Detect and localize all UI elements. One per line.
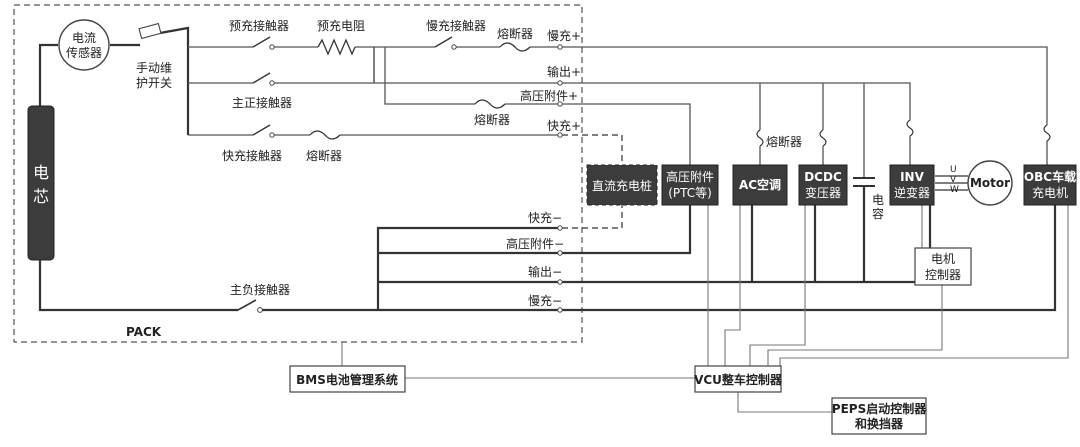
dcdc-fuse-icon: [819, 129, 827, 147]
terminal-slow-pos: 慢充+: [547, 28, 581, 43]
wire-cell-neg: [38, 260, 238, 312]
main-pos-contactor-label: 主正接触器: [232, 95, 292, 110]
ctl-vcu-peps: [737, 392, 832, 413]
svg-text:(PTC等): (PTC等): [668, 186, 712, 200]
ext-fuse-label: 熔断器: [766, 134, 802, 149]
precharge-resistor-label: 预充电阻: [317, 18, 365, 33]
terminal-fast-neg: 快充−: [528, 210, 562, 225]
precharge-contactor-icon: [252, 36, 275, 50]
ext-fast-pos: [562, 134, 623, 165]
svg-text:充电机: 充电机: [1032, 185, 1068, 200]
wire-resistor-out: [355, 46, 375, 83]
svg-text:逆变器: 逆变器: [894, 185, 930, 200]
ctl-vcu-mctl: [767, 285, 943, 366]
svg-text:控制器: 控制器: [925, 268, 961, 282]
fast-fuse-label: 熔断器: [306, 148, 342, 163]
cap-label: 电: [872, 193, 884, 207]
manual-switch-icon: [138, 22, 162, 40]
svg-text:OBC车载: OBC车载: [1024, 169, 1076, 184]
svg-text:INV: INV: [900, 170, 925, 184]
terminal-dots: [557, 44, 563, 313]
svg-text:直流充电桩: 直流充电桩: [592, 178, 652, 193]
inverter-box: INV 逆变器: [889, 164, 935, 206]
precharge-resistor-icon: [317, 38, 356, 56]
svg-text:电流: 电流: [72, 31, 96, 45]
terminal-hv-pos: 高压附件+: [520, 88, 578, 103]
vcu-box: VCU整车控制器: [694, 365, 783, 393]
fast-fuse-icon: [309, 130, 341, 140]
svg-text:高压附件: 高压附件: [666, 169, 714, 184]
ac-fuse-icon: [756, 129, 764, 147]
cap-label-2: 容: [872, 206, 884, 221]
terminal-hv-neg: 高压附件−: [506, 236, 564, 251]
svg-text:AC空调: AC空调: [739, 177, 781, 192]
inv-fuse-icon: [906, 119, 914, 137]
terminal-out-pos: 输出+: [547, 64, 581, 79]
motor: Motor: [967, 160, 1013, 206]
current-sensor: 电流 传感器: [58, 19, 110, 71]
svg-text:电: 电: [33, 163, 49, 182]
manual-switch-label-2: 护开关: [136, 76, 172, 90]
terminal-slow-neg: 慢充−: [528, 293, 562, 308]
manual-switch-label: 手动维: [136, 61, 172, 75]
main-neg-contactor-icon: [237, 299, 263, 313]
ext-hv-neg: [562, 205, 692, 255]
dcdc-box: DCDC 变压器: [798, 164, 848, 206]
pack-label: PACK: [126, 325, 162, 339]
slow-fuse-icon: [499, 42, 531, 52]
wire-slow-bus: [373, 46, 385, 83]
svg-text:BMS电池管理系统: BMS电池管理系统: [296, 372, 398, 387]
main-neg-contactor-label: 主负接触器: [230, 282, 290, 297]
svg-text:电机: 电机: [931, 252, 955, 266]
wire-hv-pos: [384, 47, 475, 105]
ac-box: AC空调: [732, 164, 788, 206]
svg-text:和换挡器: 和换挡器: [854, 416, 904, 431]
slow-contactor-label: 慢充接触器: [426, 18, 486, 33]
svg-text:DCDC: DCDC: [804, 170, 842, 184]
precharge-contactor-label: 预充接触器: [229, 18, 289, 33]
fast-contactor-label: 快充接触器: [222, 148, 282, 163]
wire-cell-sensor: [38, 43, 58, 106]
ext-slow-neg: [562, 205, 1057, 312]
ext-out-pos: [562, 82, 911, 120]
phase-w-label: W: [950, 185, 959, 195]
svg-text:Motor: Motor: [970, 176, 1010, 190]
pack-border: [13, 4, 583, 343]
obc-fuse-icon: [1043, 124, 1051, 142]
phase-u-label: U: [950, 165, 957, 175]
ext-slow-pos: [562, 46, 1048, 125]
hv-fuse-icon: [474, 99, 506, 109]
ctl-vcu-ac: [724, 205, 741, 366]
fast-contactor-icon: [252, 124, 275, 138]
bms-box: BMS电池管理系统: [289, 365, 406, 393]
hv-accessory-box: 高压附件 (PTC等): [661, 164, 719, 206]
peps-box: PEPS启动控制器 和换挡器: [831, 397, 927, 435]
ctl-vcu-obc: [779, 205, 1069, 366]
hv-fuse-label: 熔断器: [474, 112, 510, 127]
ext-fast-neg: [562, 205, 623, 229]
battery-cell: 电 芯: [27, 105, 55, 261]
phase-v-label: V: [950, 175, 957, 185]
terminal-out-neg: 输出−: [528, 264, 562, 279]
terminal-fast-pos: 快充+: [547, 118, 581, 133]
svg-text:芯: 芯: [33, 187, 49, 206]
motor-controller-box: 电机 控制器: [914, 247, 972, 286]
obc-box: OBC车载 充电机: [1023, 164, 1077, 206]
svg-text:PEPS启动控制器: PEPS启动控制器: [832, 401, 927, 416]
ext-hv-pos: [562, 103, 691, 165]
svg-text:VCU整车控制器: VCU整车控制器: [694, 372, 783, 387]
svg-text:变压器: 变压器: [805, 185, 841, 200]
slow-fuse-label: 熔断器: [497, 26, 533, 41]
slow-contactor-icon: [434, 36, 457, 50]
svg-text:传感器: 传感器: [66, 45, 102, 60]
main-pos-contactor-icon: [252, 72, 275, 86]
ctl-vcu-dcdc: [749, 205, 806, 366]
dc-charging-pile: 直流充电桩: [586, 164, 658, 206]
wire-switch-bus: [159, 26, 190, 135]
